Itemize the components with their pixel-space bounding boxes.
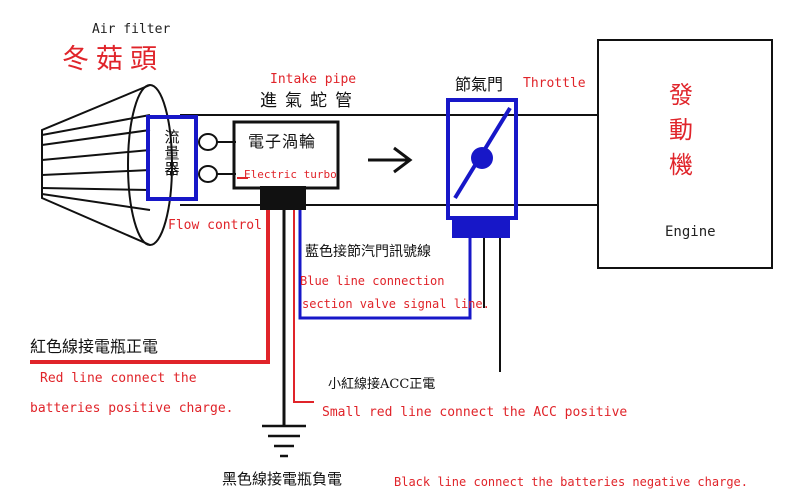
throttle-valve-center xyxy=(471,147,493,169)
small-red-label-zh: 小紅線接ACC正電 xyxy=(328,377,436,392)
red-line-label-zh: 紅色線接電瓶正電 xyxy=(30,337,159,356)
red-wire-battery xyxy=(30,210,270,364)
red-line-label-en-1: Red line connect the xyxy=(40,371,197,386)
blue-line-label-zh: 藍色接節汽門訊號線 xyxy=(305,244,431,260)
air-filter-cone xyxy=(41,84,173,246)
throttle-label-en: Throttle xyxy=(523,76,586,91)
flow-meter-label: 流量器 xyxy=(164,128,180,178)
air-filter-label-en: Air filter xyxy=(92,22,171,37)
blue-line-label-en-1: Blue line connection xyxy=(300,274,445,288)
intake-pipe-label-en: Intake pipe xyxy=(270,72,357,87)
air-filter-label-zh: 冬菇頭 xyxy=(62,44,164,75)
blue-wire-throttle-signal xyxy=(298,210,472,320)
black-line-label-zh: 黑色線接電瓶負電 xyxy=(222,470,343,488)
right-arrow-icon xyxy=(368,146,413,174)
blue-line-label-en-2: section valve signal line. xyxy=(302,297,490,311)
engine-box xyxy=(597,39,773,269)
electric-turbo-label-en: Electric turbo xyxy=(244,168,337,181)
electric-turbo-label-zh: 電子渦輪 xyxy=(248,132,317,151)
small-red-label-en: Small red line connect the ACC positive xyxy=(322,405,628,420)
engine-label-en: Engine xyxy=(665,224,716,240)
throttle-connector xyxy=(452,216,510,238)
coil-symbols xyxy=(198,133,236,183)
intake-pipe xyxy=(180,114,598,206)
small-red-wire-acc xyxy=(293,210,314,403)
flow-control-label: Flow control xyxy=(168,218,262,233)
red-line-label-en-2: batteries positive charge. xyxy=(30,401,234,416)
ground-symbol-icon xyxy=(262,424,306,458)
turbo-connector xyxy=(260,186,306,210)
throttle-label-zh: 節氣門 xyxy=(455,75,504,94)
engine-label-zh: 發動機 xyxy=(669,81,693,179)
intake-pipe-label-zh: 進氣蛇管 xyxy=(260,91,360,111)
black-line-label-en: Black line connect the batteries negativ… xyxy=(394,475,749,489)
flow-meter-box xyxy=(146,115,198,201)
